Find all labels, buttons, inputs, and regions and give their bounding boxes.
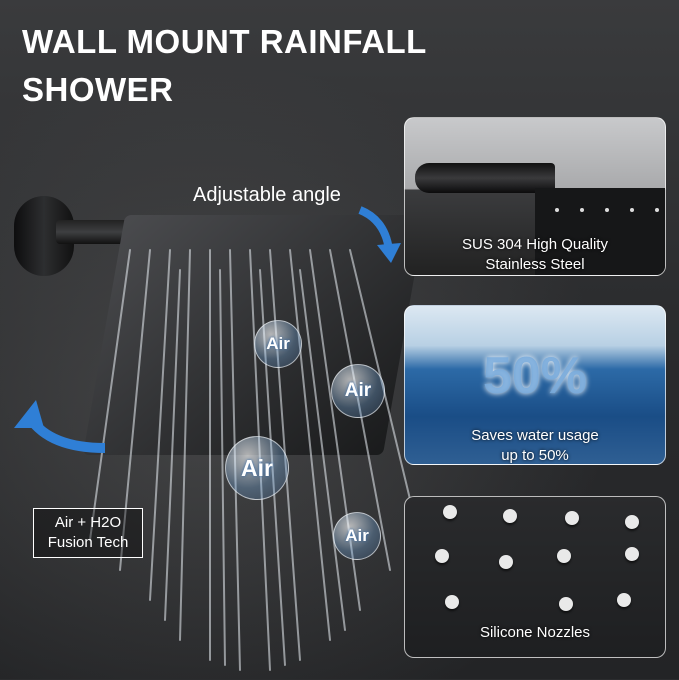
title-line-2: SHOWER bbox=[22, 71, 174, 108]
air-bubble: Air bbox=[225, 436, 289, 500]
fusion-tech-line-1: Air + H2O bbox=[54, 514, 122, 531]
steel-caption: SUS 304 High Quality Stainless Steel bbox=[405, 235, 665, 275]
nozzle bbox=[499, 555, 513, 569]
stainless-steel-card: SUS 304 High Quality Stainless Steel bbox=[404, 117, 666, 276]
title-line-1: WALL MOUNT RAINFALL bbox=[22, 23, 427, 60]
nozzle bbox=[559, 597, 573, 611]
fusion-tech-badge: Air + H2O Fusion Tech bbox=[33, 508, 143, 558]
steel-line-1: SUS 304 High Quality bbox=[462, 236, 608, 253]
arrow-right-icon bbox=[358, 206, 401, 263]
steel-line-2: Stainless Steel bbox=[485, 256, 585, 273]
nozzle bbox=[443, 505, 457, 519]
nozzle bbox=[557, 549, 571, 563]
nozzle bbox=[565, 511, 579, 525]
nozzles-line-1: Silicone Nozzles bbox=[479, 624, 591, 641]
nozzle bbox=[503, 509, 517, 523]
nozzle bbox=[445, 595, 459, 609]
adjustable-angle-label: Adjustable angle bbox=[193, 184, 341, 206]
card-shower-arm bbox=[415, 163, 555, 193]
water-saving-percent: 50% bbox=[482, 347, 588, 405]
silicone-nozzles-card: Silicone Nozzles bbox=[404, 496, 666, 658]
nozzle bbox=[625, 547, 639, 561]
air-bubble: Air bbox=[254, 320, 302, 368]
water-line-1: Saves water usage bbox=[471, 427, 599, 444]
nozzles-caption: Silicone Nozzles bbox=[405, 623, 665, 643]
page-title: WALL MOUNT RAINFALL SHOWER bbox=[22, 18, 427, 114]
water-saving-card: 50% Saves water usage up to 50% bbox=[404, 305, 666, 465]
card-shower-head bbox=[535, 188, 665, 275]
water-line-2: up to 50% bbox=[501, 447, 569, 464]
fusion-tech-line-2: Fusion Tech bbox=[47, 534, 129, 551]
nozzle bbox=[617, 593, 631, 607]
water-caption: Saves water usage up to 50% bbox=[405, 426, 665, 464]
water-spray bbox=[89, 249, 416, 671]
arrow-left-icon bbox=[14, 400, 106, 453]
nozzle bbox=[625, 515, 639, 529]
air-bubble: Air bbox=[333, 512, 381, 560]
air-bubble: Air bbox=[331, 364, 385, 418]
nozzle bbox=[435, 549, 449, 563]
